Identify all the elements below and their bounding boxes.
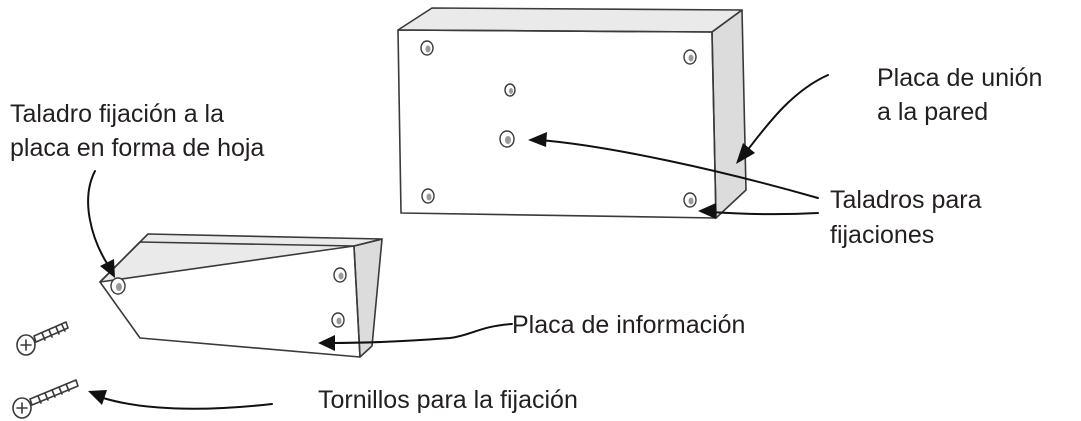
- label-wall-plate-line2: a la pared: [877, 98, 989, 126]
- label-wall-plate-line1: Placa de unión: [877, 64, 1043, 92]
- screw-icon-upper: [16, 321, 69, 356]
- wall-plate-hole-middle: [499, 130, 515, 148]
- info-plate-hole-right-upper: [333, 267, 347, 283]
- wall-plate-hole-bottom-right: [683, 192, 697, 208]
- wall-mounting-plate: [397, 7, 747, 219]
- arrow-wall-plate: [736, 74, 829, 164]
- information-plate: [99, 233, 383, 358]
- label-info-plate: Placa de información: [512, 311, 746, 339]
- label-drills-line2: fijaciones: [830, 221, 935, 249]
- arrow-drills-upper: [528, 132, 819, 199]
- arrow-info-plate: [318, 323, 513, 351]
- label-leaf-hole-line2: placa en forma de hoja: [10, 134, 265, 162]
- info-plate-hole-right-lower: [331, 312, 345, 328]
- arrow-drills-lower: [698, 203, 819, 219]
- arrow-leaf-hole: [87, 170, 115, 278]
- wall-plate-hole-top-left: [420, 40, 434, 56]
- label-drills-line1: Taladros para: [830, 186, 982, 214]
- arrow-screws: [88, 390, 273, 410]
- info-plate-hole-leaf: [110, 277, 126, 295]
- label-screws: Tornillos para la fijación: [318, 386, 578, 414]
- screw-icon-lower: [12, 379, 79, 419]
- wall-plate-hole-bottom-left: [421, 188, 435, 204]
- wall-plate-hole-middle-upper: [504, 83, 516, 97]
- wall-plate-hole-top-right: [683, 49, 697, 65]
- label-leaf-hole-line1: Taladro fijación a la: [10, 100, 225, 128]
